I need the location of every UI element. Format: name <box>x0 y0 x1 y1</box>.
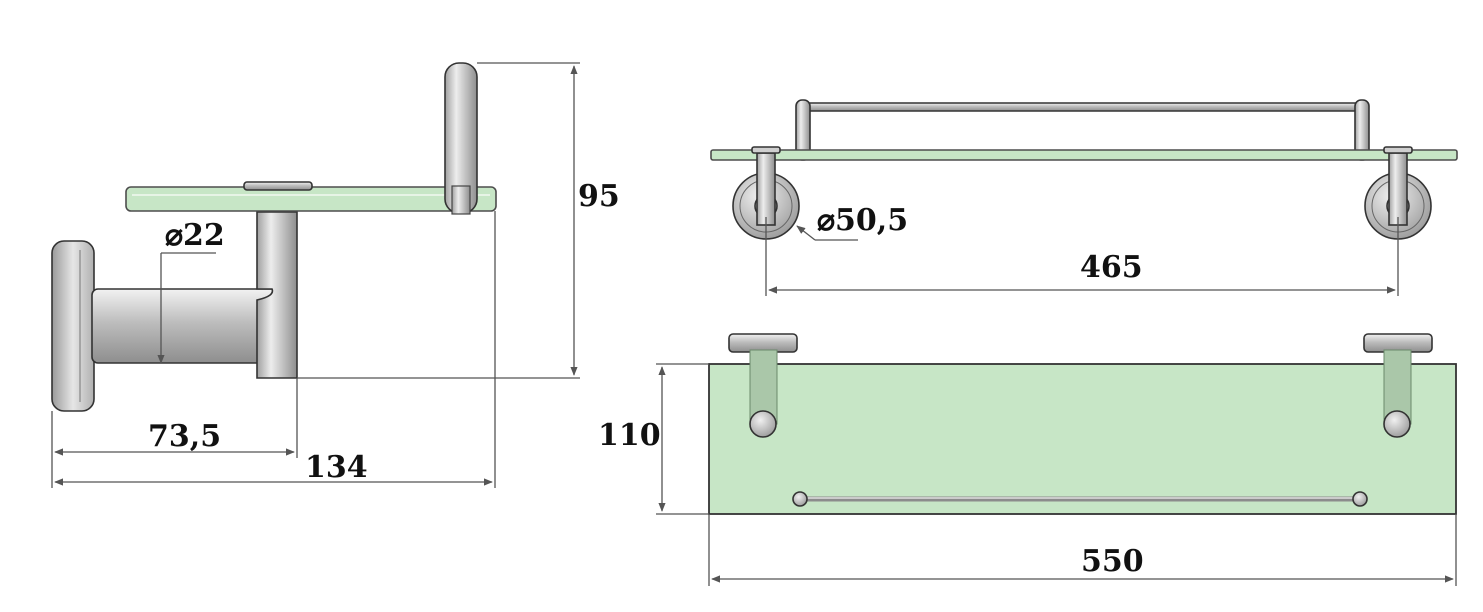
bracket-left-post <box>756 152 776 226</box>
support-arm <box>91 288 279 364</box>
vertical-post <box>256 211 298 379</box>
spacing-465-label: 465 <box>1080 250 1143 285</box>
towel-rail-bar <box>805 102 1363 112</box>
bracket-right-clamp <box>1383 146 1413 154</box>
front-view: ⌀50,5 465 <box>710 99 1458 296</box>
bracket-left <box>732 146 800 240</box>
length-550-label: 550 <box>1081 544 1144 579</box>
top-view: 110 550 <box>598 333 1457 586</box>
top-rail-end-left <box>792 491 808 507</box>
bracket-right <box>1364 146 1432 240</box>
diameter-50-5-label: ⌀50,5 <box>817 203 908 238</box>
top-flange-right <box>1363 333 1433 353</box>
top-rail-end-right <box>1352 491 1368 507</box>
diameter-50-5-leader-arrow <box>796 225 816 241</box>
depth-110-label: 110 <box>598 418 661 453</box>
bracket-left-clamp <box>751 146 781 154</box>
top-flange-left <box>728 333 798 353</box>
diameter-22-label: ⌀22 <box>165 218 225 253</box>
glass-shelf-top <box>708 363 1457 515</box>
depth-73-5-label: 73,5 <box>148 419 221 454</box>
post-clamp <box>243 181 313 191</box>
bracket-right-post <box>1388 152 1408 226</box>
top-post-right <box>1383 410 1411 438</box>
height-95-label: 95 <box>578 179 620 214</box>
glass-shelf-side <box>125 186 497 212</box>
wall-flange <box>51 240 95 412</box>
top-post-left <box>749 410 777 438</box>
depth-134-label: 134 <box>305 450 368 485</box>
glass-shelf-front <box>710 149 1458 161</box>
side-view: ⌀22 95 73,5 134 <box>51 62 620 488</box>
rail-post-foot <box>451 185 471 215</box>
